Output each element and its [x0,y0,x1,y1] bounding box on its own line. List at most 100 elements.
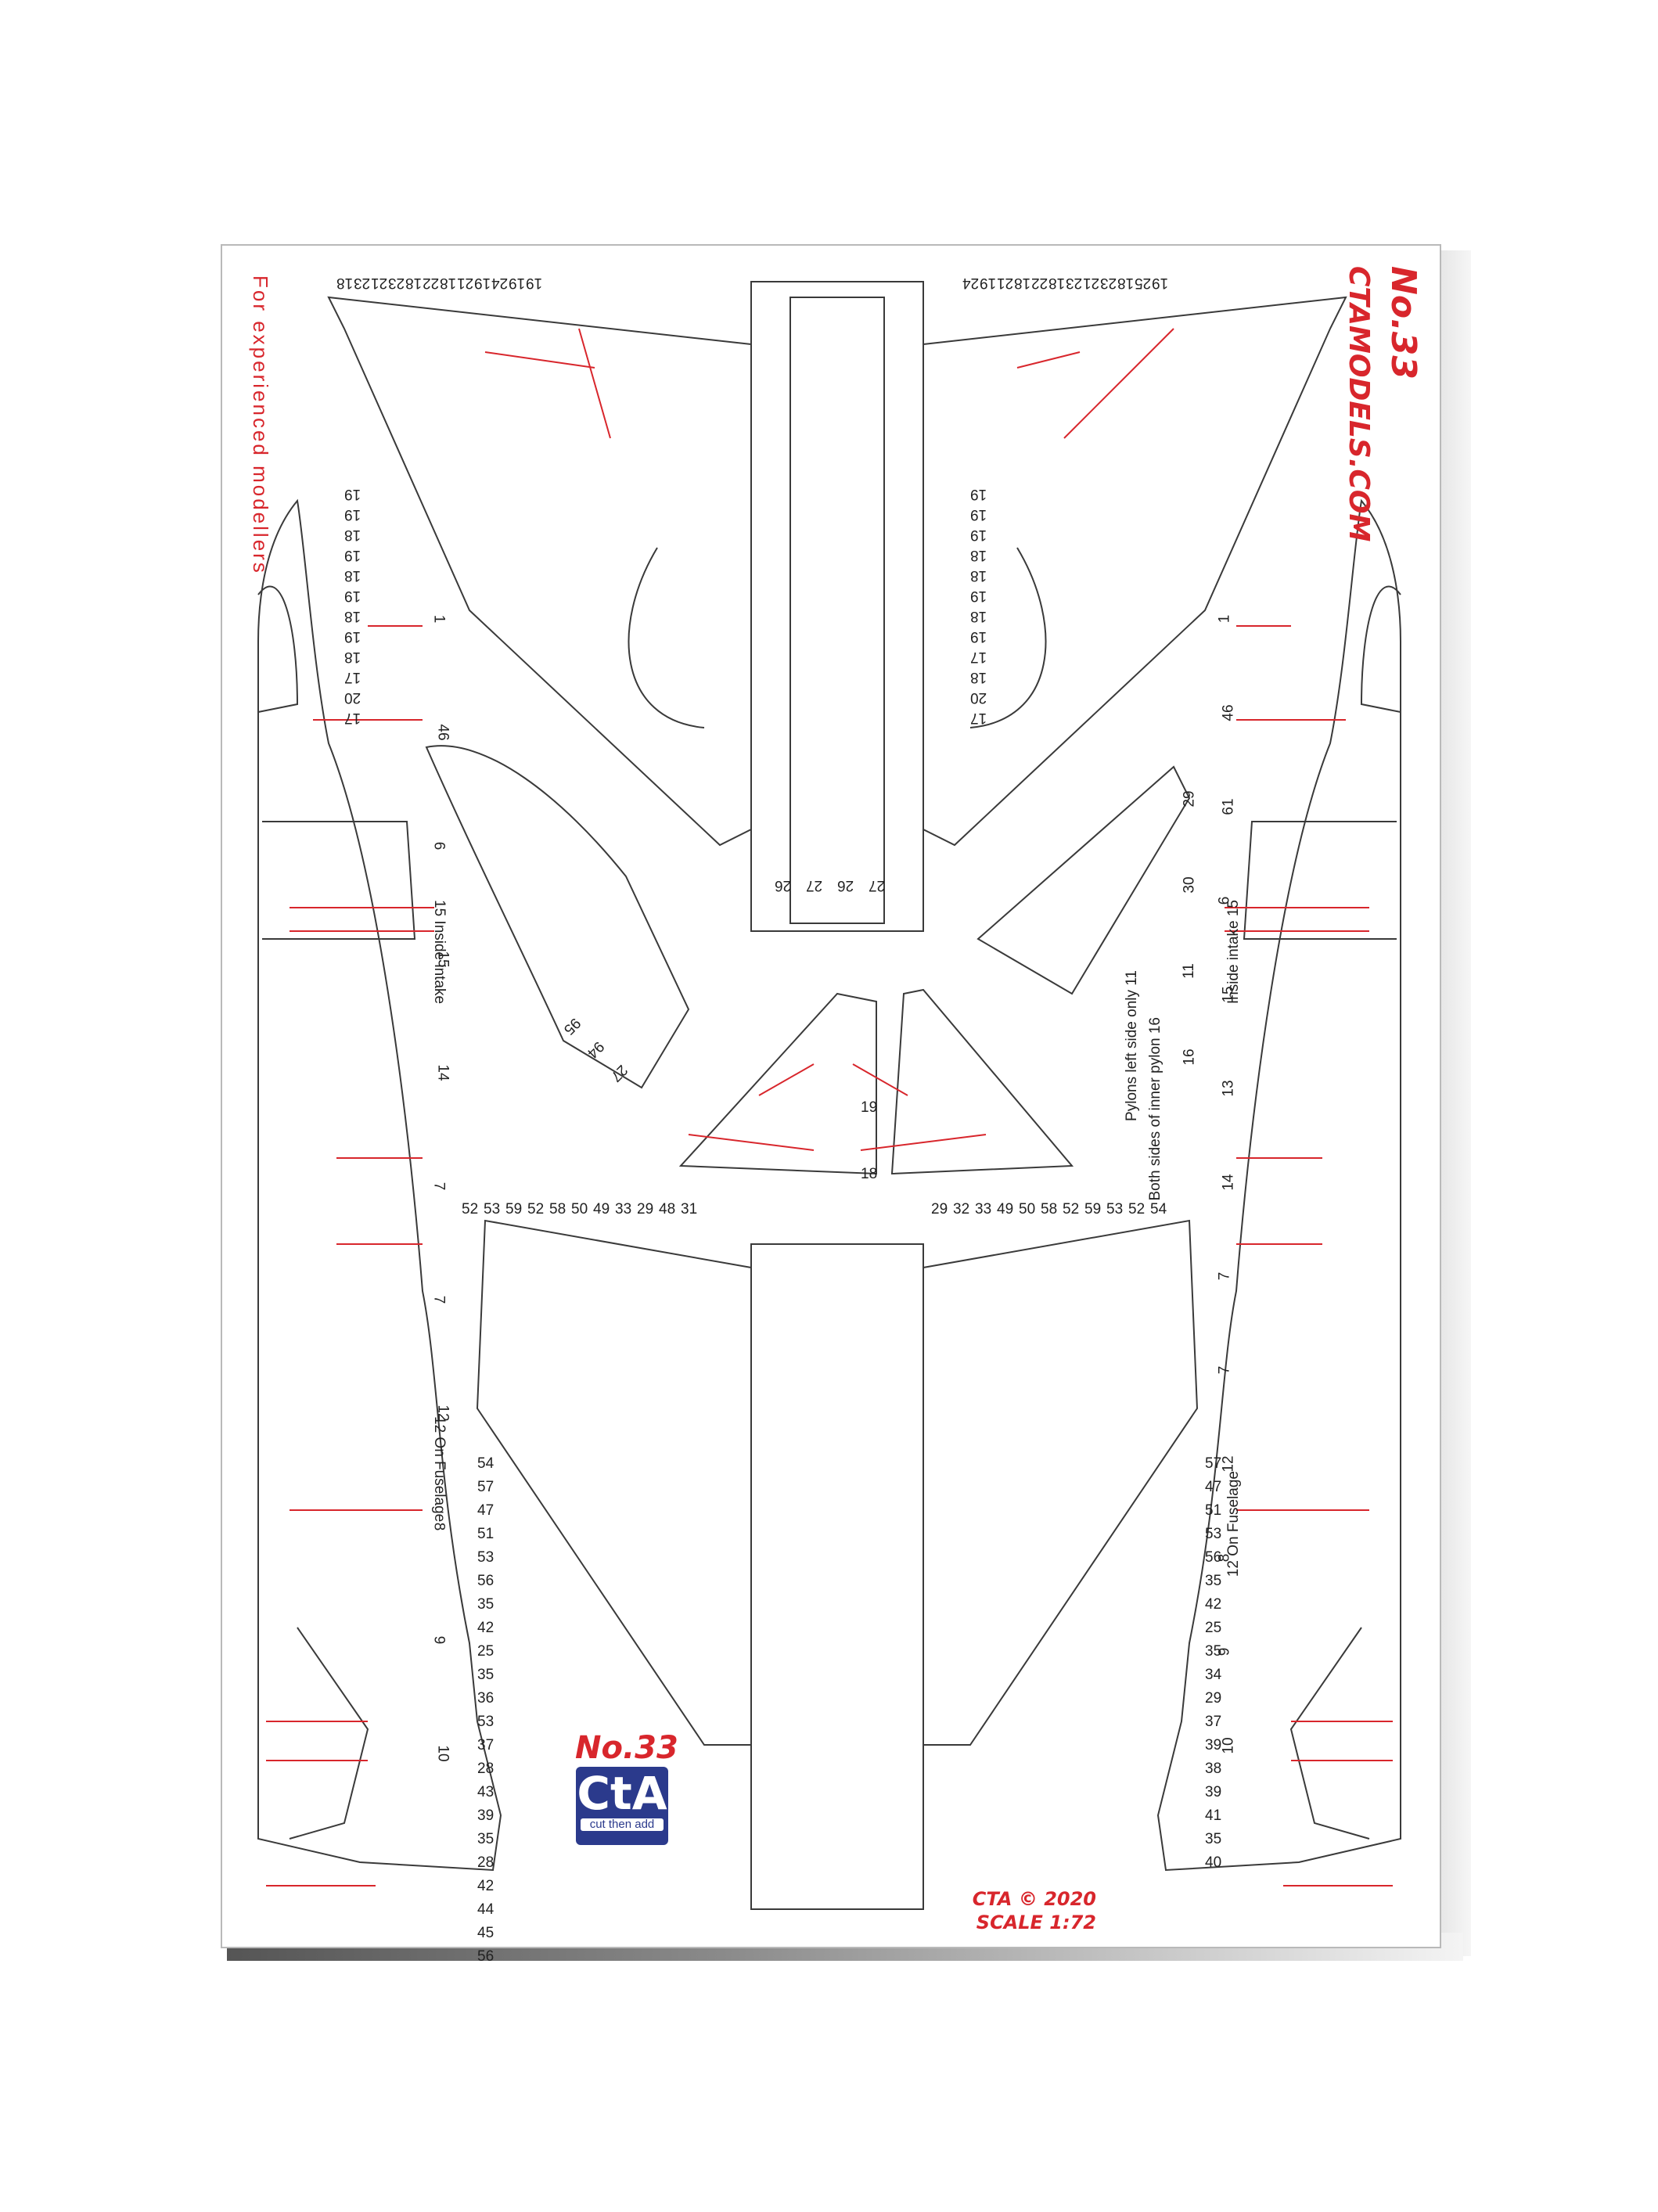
callout-top-wing-right: 19 [970,486,987,502]
callout-bottom-wing-left: 58 [549,1201,566,1217]
callout-fuselage-top: 26 [775,877,792,894]
callout-top-wing-right: 19 [980,275,997,291]
callout-left-profile: 15 [434,951,451,968]
callout-tail-detail: 30 [1181,876,1198,894]
callout-top-wing-left: 18 [344,527,361,543]
callout-bottom-wing-left: 50 [571,1201,588,1217]
callout-top-wing-right: 18 [970,608,987,624]
bottom-view-right-wing [923,1219,1199,1746]
decal-sheet [221,244,1441,1948]
left-profile-canopy [257,585,299,713]
callout-top-wing-right: 19 [970,588,987,604]
callout-bottom-wing-left: 51 [477,1526,495,1542]
callout-bottom-wing-left: 35 [477,1667,495,1683]
callout-bottom-wing-right: 29 [1205,1690,1222,1707]
right-profile-tail [1289,1627,1370,1840]
callout-fuselage-top: 27 [869,877,886,894]
right-profile-canopy [1360,585,1401,713]
callout-top-wing-right: 18 [1048,275,1066,291]
left-profile-tail [289,1627,369,1840]
top-view-left-intake [628,547,705,728]
callout-left-profile: 7 [430,1182,448,1191]
callout-bottom-wing-left: 56 [477,1573,495,1589]
callout-bottom-wing-left: 42 [477,1620,495,1636]
callout-left-profile: 8 [430,1522,448,1531]
callout-top-wing-right: 17 [970,649,987,665]
nose-detail-outline [425,745,690,1089]
callout-bottom-wing-right: 39 [1205,1784,1222,1800]
callout-bottom-wing-left: 47 [477,1502,495,1519]
callout-bottom-wing-right: 58 [1041,1201,1058,1217]
callout-top-wing-right: 19 [1152,275,1169,291]
callout-top-wing-left: 19 [474,275,491,291]
callout-bottom-wing-left: 57 [477,1479,495,1495]
callout-bottom-wing-left: 31 [681,1201,698,1217]
callout-right-profile: 14 [1220,1174,1237,1191]
top-view-fuselage [750,281,924,932]
bottom-view-left-wing [476,1219,752,1746]
right-stabilizer [890,988,1074,1175]
callout-top-wing-right: 18 [970,669,987,685]
callout-left-profile: 14 [434,1064,451,1081]
callout-bottom-wing-left: 53 [477,1549,495,1566]
callout-top-wing-right: 21 [997,275,1014,291]
left-profile-intake [262,821,416,940]
callout-top-wing-right: 20 [970,689,987,706]
callout-top-wing-right: 19 [970,506,987,523]
callout-bottom-wing-right: 59 [1084,1201,1102,1217]
callout-fuselage-top: 27 [806,877,823,894]
callout-tail-detail: 16 [1181,1048,1198,1066]
issue-number-bottom: No.33 [575,1730,678,1766]
callout-bottom-wing-left: 29 [637,1201,654,1217]
callout-bottom-wing-right: 39 [1205,1737,1222,1753]
callout-top-wing-left: 18 [440,275,457,291]
callout-bottom-wing-right: 57 [1205,1455,1222,1472]
top-view-right-wing [923,296,1347,847]
right-profile-outline [1156,498,1401,1872]
callout-stabilizers: 18 [861,1166,878,1182]
callout-right-profile: 7 [1216,1365,1233,1375]
callout-bottom-wing-left: 25 [477,1643,495,1660]
callout-top-wing-right: 23 [1066,275,1083,291]
callout-top-wing-left: 23 [388,275,405,291]
callout-fuselage-top: 26 [837,877,854,894]
callout-bottom-wing-right: 29 [931,1201,948,1217]
callout-bottom-wing-right: 38 [1205,1761,1222,1777]
callout-bottom-wing-right: 50 [1019,1201,1036,1217]
callout-left-profile: 9 [430,1635,448,1645]
top-view-right-intake [969,547,1047,728]
callout-bottom-wing-right: 54 [1150,1201,1167,1217]
callout-bottom-wing-left: 54 [477,1455,495,1472]
callout-top-wing-right: 19 [970,628,987,645]
callout-bottom-wing-right: 49 [997,1201,1014,1217]
bottom-view-fuselage [750,1243,924,1910]
callout-bottom-wing-right: 42 [1205,1596,1222,1613]
callout-top-wing-left: 21 [457,275,474,291]
callout-top-wing-right: 18 [970,547,987,563]
tail-detail-outline [976,765,1191,995]
callout-left-profile: 46 [434,724,451,741]
callout-bottom-wing-left: 52 [527,1201,545,1217]
logo-tagline: cut then add [581,1818,664,1831]
callout-bottom-wing-right: 53 [1106,1201,1124,1217]
callout-bottom-wing-left: 37 [477,1737,495,1753]
callout-top-wing-left: 18 [405,275,423,291]
callout-bottom-wing-right: 34 [1205,1667,1222,1683]
callout-bottom-wing-right: 56 [1205,1549,1222,1566]
callout-top-wing-right: 17 [970,710,987,726]
callout-top-wing-left: 18 [344,649,361,665]
callout-bottom-wing-left: 48 [659,1201,676,1217]
callout-bottom-wing-left: 28 [477,1761,495,1777]
callout-right-profile: 12 [1220,1455,1237,1473]
callout-left-profile: 12 [434,1405,451,1422]
callout-bottom-wing-right: 33 [975,1201,992,1217]
callout-top-wing-right: 25 [1135,275,1152,291]
right-profile-intake [1243,821,1397,940]
callout-bottom-wing-left: 42 [477,1878,495,1894]
note-pylons-left: Pylons left side only 11 [1124,970,1140,1121]
website-url: CTAMODELS.COM [1343,266,1375,542]
callout-top-wing-right: 24 [962,275,980,291]
callout-left-profile: 1 [430,614,448,624]
left-profile-outline [257,498,502,1872]
